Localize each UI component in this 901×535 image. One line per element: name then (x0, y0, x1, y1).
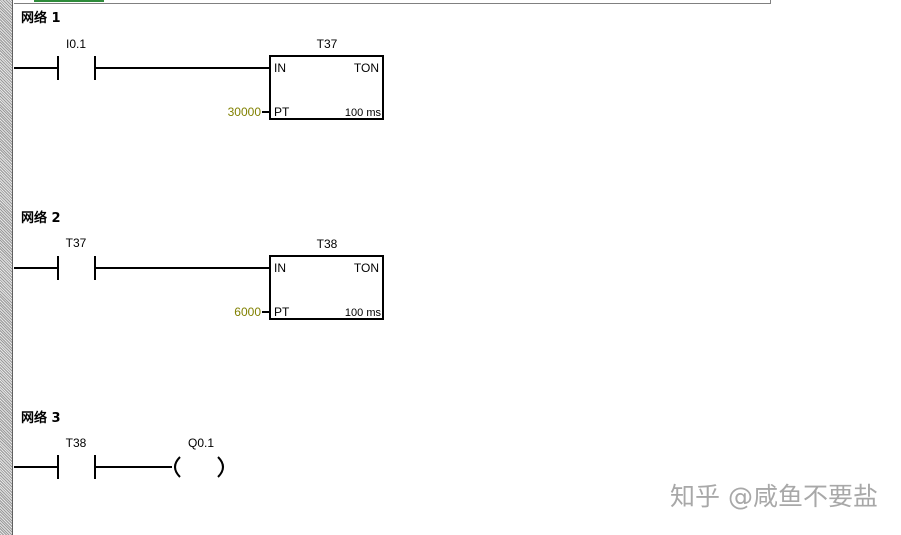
timer-name: T37 (317, 37, 338, 51)
output-coil[interactable] (174, 456, 224, 478)
network-title: 网络 2 (21, 210, 61, 226)
network-title: 网络 1 (21, 10, 61, 26)
network-title: 网络 3 (21, 410, 61, 426)
timer-preset[interactable]: 30000 (228, 105, 262, 119)
network-2[interactable]: 网络 2 T37 T38 IN TON PT 100 ms 6000 (14, 210, 384, 320)
watermark: 知乎 @咸鱼不要盐 (670, 482, 878, 511)
left-power-rail (0, 0, 13, 535)
timer-base: 100 ms (345, 107, 382, 119)
network-3[interactable]: 网络 3 T38 Q0.1 (14, 410, 224, 479)
timer-in-pin: IN (274, 261, 286, 275)
timer-preset[interactable]: 6000 (234, 305, 261, 319)
no-contact[interactable] (57, 256, 96, 280)
network-1[interactable]: 网络 1 I0.1 T37 IN TON PT 100 ms 30000 (14, 10, 384, 120)
no-contact[interactable] (57, 455, 96, 479)
timer-base: 100 ms (345, 307, 382, 319)
timer-type: TON (354, 261, 379, 275)
contact-address: T38 (66, 436, 87, 450)
timer-type: TON (354, 61, 379, 75)
timer-block[interactable]: T38 IN TON PT 100 ms (269, 237, 384, 320)
timer-pt-pin: PT (274, 305, 290, 319)
timer-name: T38 (317, 237, 338, 251)
contact-address: T37 (66, 236, 87, 250)
coil-address: Q0.1 (188, 436, 214, 450)
previous-network-edge (14, 0, 771, 4)
no-contact[interactable] (57, 56, 96, 80)
contact-address: I0.1 (66, 37, 86, 51)
timer-block[interactable]: T37 IN TON PT 100 ms (269, 37, 384, 120)
timer-pt-pin: PT (274, 105, 290, 119)
timer-in-pin: IN (274, 61, 286, 75)
